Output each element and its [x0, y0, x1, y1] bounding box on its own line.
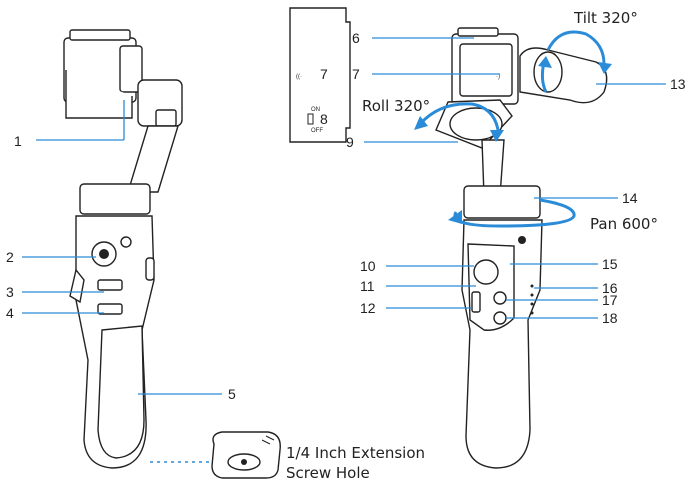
callout-7-left: 7 [320, 66, 328, 82]
callout-14: 14 [622, 190, 638, 206]
callout-4: 4 [6, 305, 14, 321]
callout-12: 12 [360, 300, 376, 316]
control-panel [467, 243, 515, 331]
tilt-arrow-path [546, 30, 606, 65]
tilt-motor-front [519, 47, 608, 104]
roll-motor-face [449, 107, 503, 141]
indicator-led [120, 236, 132, 248]
callout-17: 17 [602, 292, 618, 308]
roll-arrowhead-1 [414, 116, 428, 130]
grip-panel [97, 325, 145, 459]
battery-dot-3 [530, 302, 534, 306]
tilt-arrowhead-2 [538, 56, 552, 68]
camera-top [69, 29, 131, 41]
switch-off: OFF [311, 128, 323, 134]
joystick-center [99, 249, 109, 259]
callout-6: 6 [352, 30, 360, 46]
callout-15: 15 [602, 256, 618, 272]
roll-label: Roll 320° [362, 97, 430, 115]
screw-hole-line1: 1/4 Inch Extension [286, 444, 425, 462]
pan-arrow [448, 198, 576, 228]
callout-1: 1 [14, 133, 22, 149]
pan-arrow-path [453, 198, 576, 228]
battery-dot-2 [530, 293, 534, 297]
switch-on: ON [311, 107, 320, 113]
left-gimbal [63, 29, 210, 469]
trigger [69, 268, 85, 304]
switch-shape [307, 113, 314, 125]
camera-clamp [65, 70, 133, 119]
callout-7: 7 [352, 66, 360, 82]
screw-hole-line2: Screw Hole [286, 464, 370, 482]
callout-8: 8 [320, 111, 328, 127]
screw-hole-icon [241, 459, 247, 465]
callout-11: 11 [360, 278, 375, 294]
pan-arrowhead [448, 210, 462, 224]
rear-panel-card: ((· 7 ON OFF 8 [289, 7, 351, 143]
battery-indicators [97, 303, 123, 315]
callout-13: 13 [670, 76, 686, 92]
camera-wifi-glyph: ·) [496, 74, 500, 80]
tilt-label: Tilt 320° [573, 9, 638, 27]
pan-motor-front [463, 185, 541, 219]
pan-label: Pan 600° [590, 215, 658, 233]
pan-motor [79, 183, 151, 215]
roll-arrow-path [418, 102, 500, 131]
camera-top-front [457, 27, 499, 37]
callout-10: 10 [360, 258, 376, 274]
callout-5: 5 [228, 386, 236, 402]
rear-panel [289, 7, 351, 143]
callout-18: 18 [602, 310, 618, 326]
side-button [145, 257, 155, 281]
callout-2: 2 [6, 249, 14, 265]
shutter-button [493, 311, 507, 325]
tilt-arrow [538, 30, 612, 93]
screw-hole-spark [261, 435, 275, 445]
roll-arrow [414, 102, 504, 142]
screw-hole-inset: 1/4 Inch Extension Screw Hole [211, 431, 425, 482]
fn-button [493, 291, 507, 305]
mode-indicators [97, 279, 123, 291]
tilt-motor-face [533, 51, 563, 93]
mode-switch-front [471, 291, 481, 313]
callout-3: 3 [6, 284, 14, 300]
battery-dot-1 [530, 284, 534, 288]
led-front [518, 236, 526, 244]
right-gimbal: ·) [435, 27, 608, 469]
roll-arrowhead-2 [490, 130, 504, 142]
wifi-glyph: ((· [296, 74, 302, 80]
camera-screen [459, 43, 513, 97]
joystick-front [473, 259, 499, 285]
gimbal-arm [127, 125, 179, 193]
camera-side [119, 45, 143, 93]
callout-16: 16 [602, 280, 618, 296]
callout-9: 9 [346, 134, 354, 150]
tilt-motor-cap [155, 109, 177, 127]
battery-dot-4 [530, 311, 534, 315]
tilt-arrowhead [598, 62, 612, 74]
